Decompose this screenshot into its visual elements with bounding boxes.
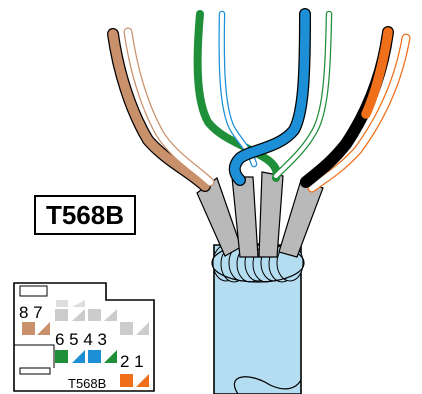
standard-title: T568B [34,195,136,235]
brown-pair [107,27,215,192]
latch-slot-top [19,285,48,297]
orange-pair-sheath [278,179,324,258]
pin-label-21: 2 1 [120,352,144,371]
pin-5-color [72,350,85,363]
pin-pair-marker-right [72,300,85,307]
pin-pair-marker-left [56,300,68,307]
orange-pair [300,26,411,193]
green-pair [193,10,333,182]
pin-label-6543: 6 5 4 3 [55,330,107,349]
pin-5-block [72,309,85,321]
jack-standard-label: T568B [68,376,106,391]
jack-inner-left-edge [14,344,55,368]
pin-4-color [88,350,101,363]
pin-1-block [136,322,149,335]
pin-4-block [88,309,101,321]
jack-pinout: 8 7 6 5 4 3 2 1 T568B [13,282,155,392]
green-pair-sheath [231,176,259,258]
pin-label-87: 8 7 [19,303,43,322]
pin-6-color [55,350,68,363]
cable-jacket-cut-edge [233,376,302,394]
jack-outline [13,282,155,392]
pin-6-block [55,309,68,321]
pin-1-color [136,374,149,387]
pin-3-color [104,350,117,363]
pin-8-block [22,322,35,335]
pair-sheaths [196,171,324,258]
blue-pair [218,8,311,186]
latch-slot-bottom [19,367,51,375]
pin-3-block [104,309,117,321]
green-wire [193,10,281,182]
pin-2-color [120,374,133,387]
pin-7-block [37,322,50,335]
pin-2-block [120,322,133,335]
